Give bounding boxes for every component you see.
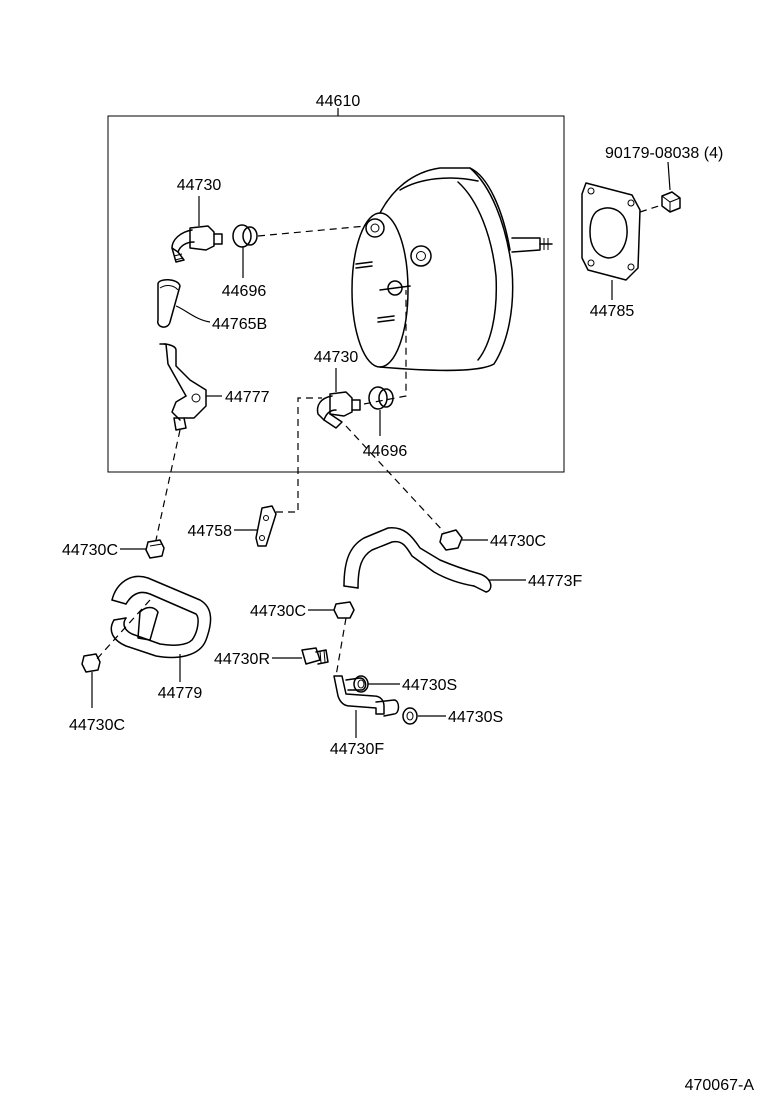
union-r xyxy=(301,647,329,665)
gasket-plate xyxy=(581,182,641,281)
label-gasket: 44785 xyxy=(590,303,635,320)
label-clip-left-lower: 44730C xyxy=(69,717,125,734)
hex-nut xyxy=(661,191,681,213)
clamp-bracket xyxy=(255,505,277,547)
leader-lines xyxy=(91,161,671,738)
pipe-f xyxy=(333,675,400,717)
clip-left-lower xyxy=(81,653,101,673)
lower-valve-dash-line xyxy=(363,290,407,405)
label-clamp-bracket: 44758 xyxy=(188,523,233,540)
clip-center xyxy=(333,601,355,619)
label-seal-upper: 44730S xyxy=(402,677,457,694)
clip-right-upper xyxy=(439,529,463,551)
clamp-dash-line xyxy=(276,397,322,513)
center-dash-line xyxy=(335,617,347,677)
label-check-valve-lower: 44730 xyxy=(314,349,359,366)
clip-left-upper xyxy=(145,539,165,559)
label-check-valve-upper: 44730 xyxy=(177,177,222,194)
nut-dash-line xyxy=(639,204,663,213)
label-hose-right: 44773F xyxy=(528,573,582,590)
label-figure-code: 470067-A xyxy=(685,1077,755,1094)
label-seal-lower: 44730S xyxy=(448,709,503,726)
check-valve-upper xyxy=(171,225,223,263)
label-pipe-f: 44730F xyxy=(330,741,384,758)
seal-lower xyxy=(402,707,418,725)
label-grommet-lower: 44696 xyxy=(363,443,408,460)
left-dash-line xyxy=(155,429,181,541)
assembly-outline-box xyxy=(107,115,565,473)
hose-upper xyxy=(157,279,181,328)
bracket-left xyxy=(159,343,207,431)
label-bracket-left: 44777 xyxy=(225,389,270,406)
label-grommet-upper: 44696 xyxy=(222,283,267,300)
upper-valve-dash-line xyxy=(257,225,367,237)
brake-booster-body xyxy=(351,167,553,372)
right-dash-line xyxy=(345,425,445,533)
label-clip-right-upper: 44730C xyxy=(490,533,546,550)
label-hose-left: 44779 xyxy=(158,685,203,702)
grommet-lower xyxy=(368,386,394,410)
hose-left xyxy=(110,575,212,659)
grommet-upper xyxy=(232,224,258,248)
check-valve-lower xyxy=(316,391,361,429)
hose-right xyxy=(343,527,492,593)
hose-left-dash-line xyxy=(95,599,151,661)
label-clip-left-upper: 44730C xyxy=(62,542,118,559)
label-union-r: 44730R xyxy=(214,651,270,668)
label-hose-upper: 44765B xyxy=(212,316,267,333)
label-bolt-nut: 90179-08038 (4) xyxy=(605,145,723,162)
label-clip-center: 44730C xyxy=(250,603,306,620)
label-assembly: 44610 xyxy=(316,93,361,110)
